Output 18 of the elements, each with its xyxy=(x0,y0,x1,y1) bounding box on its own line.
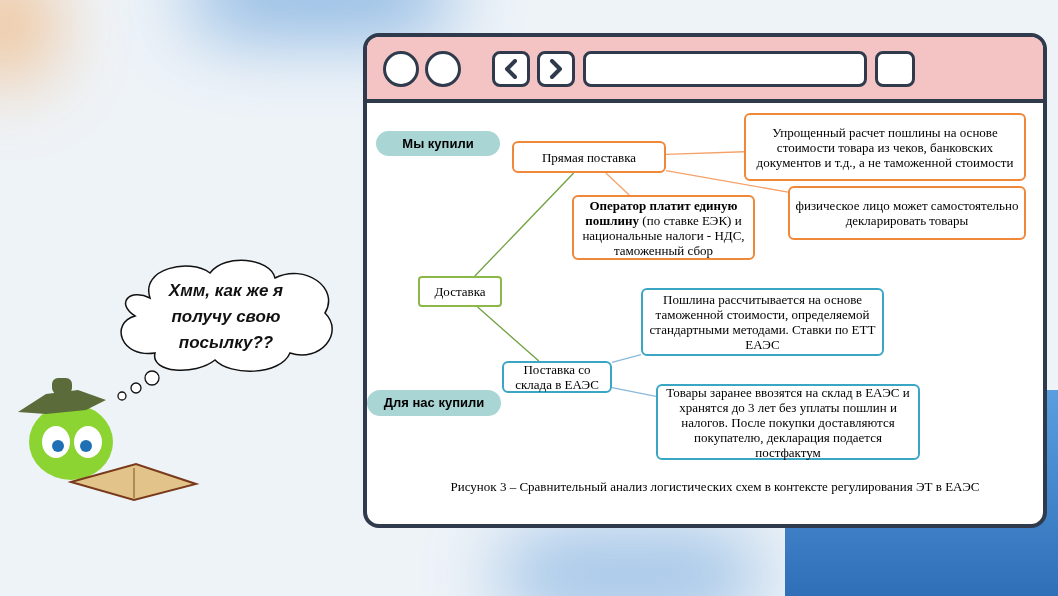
note-box: Поставка со склада в ЕАЭС xyxy=(502,361,612,393)
connector-line xyxy=(605,172,630,196)
connector-line xyxy=(476,306,540,362)
note-box: Прямая поставка xyxy=(512,141,666,173)
tag-pill: Для нас купили xyxy=(367,390,501,416)
connector-line xyxy=(665,169,789,193)
note-box: Оператор платит единую пошлину (по ставке ЕЭК) и национальные налоги - НДС, таможенный сбор xyxy=(572,195,755,260)
note-box: физическое лицо может самостоятельно декларировать товары xyxy=(788,186,1026,240)
note-box: Товары заранее ввозятся на склад в ЕАЭС и хранятся до 3 лет без уплаты пошлин и налогов. После покупки доставляются покупателю, декларация подается постфактум xyxy=(656,384,920,460)
connector-line xyxy=(665,151,745,156)
connector-line xyxy=(474,172,575,277)
tag-pill: Мы купили xyxy=(376,131,500,156)
root-box: Доставка xyxy=(418,276,502,307)
note-box: Пошлина рассчитывается на основе таможенной стоимости, определяемой стандартными методами. Ставки по ЕТТ ЕАЭС xyxy=(641,288,884,356)
note-box: Упрощенный расчет пошлины на основе стоимости товара из чеков, банковских документов и т.д., а не таможенной стоимости xyxy=(744,113,1026,181)
connector-line xyxy=(611,353,642,363)
figure-caption: Рисунок 3 – Сравнительный анализ логистических схем в контексте регулирования ЭТ в ЕАЭС xyxy=(449,478,981,496)
connector-line xyxy=(611,387,657,397)
